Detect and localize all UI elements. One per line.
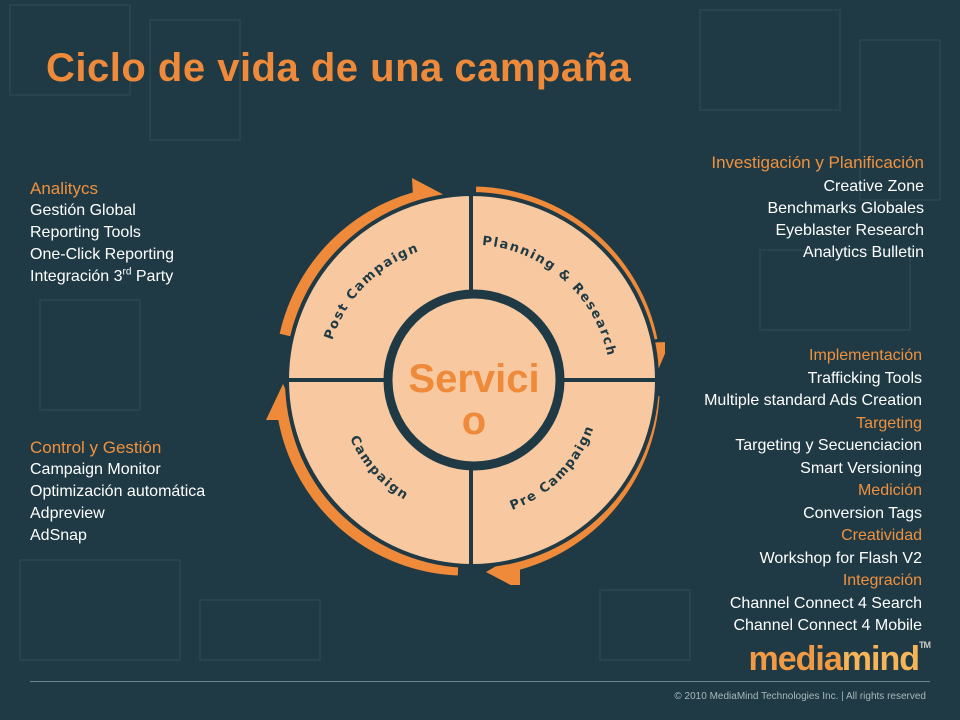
targeting-heading: Targeting <box>856 414 922 432</box>
integracion-item: Channel Connect 4 Search <box>729 594 922 612</box>
creatividad-heading: Creatividad <box>841 527 922 544</box>
investigacion-item: Benchmarks Globales <box>767 200 924 217</box>
analytics-heading: Analitycs <box>30 179 99 198</box>
investigacion-item: Creative Zone <box>823 178 925 195</box>
investigacion-item: Eyeblaster Research <box>775 222 924 239</box>
page-title: Ciclo de vida de una campaña <box>46 46 632 90</box>
control-item: Optimización automática <box>30 483 206 500</box>
center-label-line1: Servici <box>408 357 539 401</box>
integracion-heading: Integración <box>842 572 922 589</box>
control-block: Control y Gestión Campaign Monitor Optim… <box>30 437 205 547</box>
arrow-arc-bottom-left <box>276 407 459 576</box>
implementacion-item: Trafficking Tools <box>807 369 922 387</box>
targeting-item: Smart Versioning <box>800 459 922 477</box>
investigacion-block: Investigación y Planificación Creative Z… <box>711 152 924 264</box>
implementacion-heading: Implementación <box>809 347 922 364</box>
center-label-line2: o <box>462 399 486 443</box>
control-heading: Control y Gestión <box>30 438 162 457</box>
analytics-item: Reporting Tools <box>30 224 141 241</box>
analytics-block: Analitycs Gestión Global Reporting Tools… <box>30 178 174 288</box>
medicion-item: Conversion Tags <box>803 504 922 522</box>
analytics-item-integration: Integración 3rd Party <box>30 266 174 285</box>
investigacion-item: Analytics Bulletin <box>803 244 924 261</box>
implementacion-block: Implementación Trafficking Tools Multipl… <box>704 345 922 638</box>
medicion-heading: Medición <box>857 482 922 499</box>
analytics-item: Gestión Global <box>30 202 136 219</box>
copyright-text: © 2010 MediaMind Technologies Inc. | All… <box>674 691 926 702</box>
campaign-cycle-diagram: Post Campaign Planning & Research Pre Ca… <box>266 178 665 585</box>
implementacion-item: Multiple standard Ads Creation <box>704 392 922 409</box>
control-item: AdSnap <box>30 527 87 544</box>
investigacion-heading: Investigación y Planificación <box>711 153 924 172</box>
footer-divider <box>30 681 930 682</box>
mediamind-logo: mediamindTM <box>748 640 931 678</box>
arrow-arc-top-left <box>279 189 427 337</box>
targeting-item: Targeting y Secuenciacion <box>735 437 922 454</box>
control-item: Adpreview <box>30 505 105 522</box>
integracion-item: Channel Connect 4 Mobile <box>733 617 922 634</box>
center-circle <box>383 289 565 471</box>
control-item: Campaign Monitor <box>30 461 161 478</box>
analytics-item: One-Click Reporting <box>30 246 175 263</box>
creatividad-item: Workshop for Flash V2 <box>759 549 922 567</box>
